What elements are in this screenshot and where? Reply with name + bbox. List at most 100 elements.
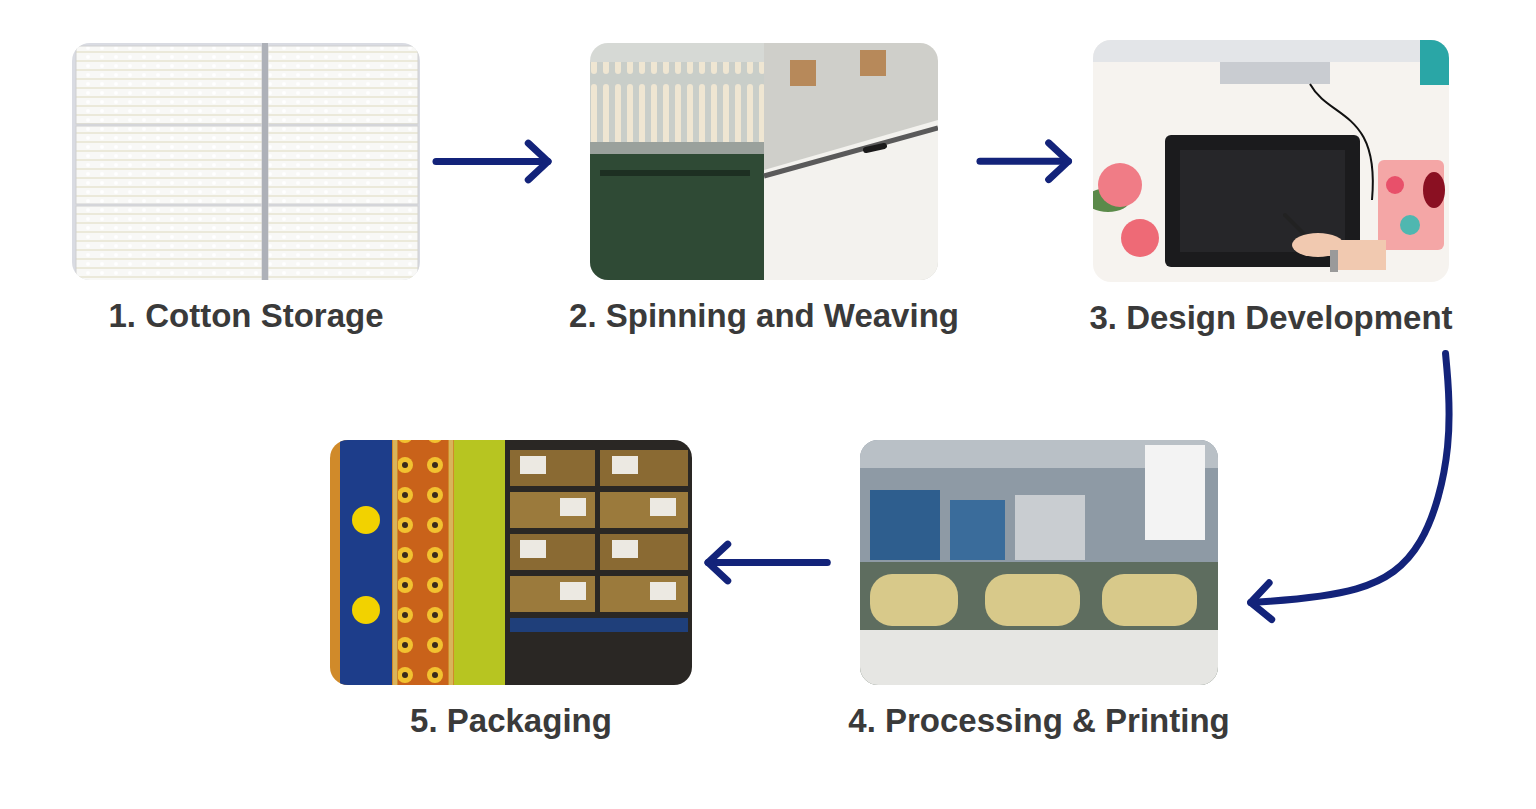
wax-print — [340, 440, 392, 685]
cotton-bale — [76, 206, 262, 280]
flower — [1098, 163, 1142, 207]
mouse — [1423, 172, 1445, 208]
photo-ground — [764, 43, 938, 280]
package — [600, 450, 688, 486]
mouse-pad — [1378, 160, 1444, 250]
package — [510, 576, 595, 612]
process-step: 2. Spinning and Weaving — [564, 43, 964, 336]
cotton-bale — [76, 46, 262, 124]
cotton-bale — [268, 46, 418, 124]
flow-arrow — [436, 143, 548, 180]
package-label — [612, 456, 638, 474]
photo-ground — [505, 440, 692, 685]
package-label — [650, 582, 676, 600]
package-label — [560, 498, 586, 516]
monitor — [1093, 40, 1449, 62]
package-label — [520, 456, 546, 474]
cotton-bale — [268, 206, 418, 280]
package-label — [650, 498, 676, 516]
print-motif — [352, 506, 380, 534]
arrow-head — [528, 143, 548, 180]
pad-flower — [1386, 176, 1404, 194]
packaging-photo — [330, 440, 692, 685]
fabric — [1145, 445, 1205, 540]
photo-ground — [1093, 40, 1449, 282]
package — [510, 450, 595, 486]
machine — [1015, 495, 1085, 560]
bracelet — [1330, 250, 1338, 272]
photo-ground — [330, 440, 505, 685]
cotton-bale — [76, 126, 262, 204]
package-label — [560, 582, 586, 600]
arrow-head — [1251, 583, 1272, 620]
arrow-head — [708, 544, 728, 581]
step-caption: 1. Cotton Storage — [108, 296, 383, 336]
print-roller — [985, 574, 1080, 626]
flow-arrow — [980, 143, 1068, 180]
spinning-photo — [590, 43, 938, 280]
photo-ground — [860, 440, 1218, 562]
flow-arrow — [708, 544, 827, 581]
arm — [1336, 240, 1386, 270]
photo-frame — [1084, 40, 1457, 282]
arrow-shaft — [436, 158, 548, 165]
arrow-shaft — [1251, 354, 1449, 603]
roller-frame — [860, 562, 1218, 685]
wax-print — [454, 440, 505, 685]
print-roller — [870, 574, 958, 626]
printed-fabric — [860, 630, 1218, 685]
machine-rail — [590, 142, 764, 154]
flow-arrow — [1251, 354, 1449, 620]
print-motif — [352, 596, 380, 624]
bale-gap — [262, 43, 268, 280]
package-stack — [510, 450, 688, 632]
pad-flower — [1400, 215, 1420, 235]
teal-object — [1420, 40, 1449, 85]
bobbin-row — [590, 62, 764, 142]
package — [600, 576, 688, 612]
machine — [950, 500, 1005, 560]
arrow-shaft — [980, 158, 1068, 165]
fabric-roll — [764, 120, 938, 280]
step-caption: 2. Spinning and Weaving — [569, 296, 959, 336]
package — [600, 534, 688, 570]
process-step: 3. Design Development — [1084, 40, 1457, 338]
step-caption: 4. Processing & Printing — [848, 701, 1229, 741]
loom-rod — [866, 146, 884, 150]
flower — [1121, 219, 1159, 257]
drawing-tablet — [1165, 135, 1360, 267]
step-caption: 5. Packaging — [410, 701, 612, 741]
package — [510, 492, 595, 528]
photo-frame — [72, 43, 420, 280]
process-step: 4. Processing & Printing — [843, 440, 1234, 741]
loom-bar — [764, 128, 938, 176]
box — [790, 60, 816, 86]
box — [860, 50, 886, 76]
step-caption: 3. Design Development — [1089, 298, 1452, 338]
cotton-photo — [72, 43, 420, 280]
photo-frame — [564, 43, 964, 280]
machine-line — [600, 170, 750, 176]
arrow-shaft — [708, 559, 827, 566]
package — [510, 534, 595, 570]
machine — [870, 490, 940, 560]
cotton-bale — [268, 126, 418, 204]
print-roller — [1102, 574, 1197, 626]
printing-photo — [860, 440, 1218, 685]
photo-frame — [843, 440, 1234, 685]
arrow-head — [1049, 143, 1069, 180]
monitor-stand — [1220, 62, 1330, 84]
process-step: 5. Packaging — [330, 440, 692, 741]
process-step: 1. Cotton Storage — [72, 43, 420, 336]
design-photo — [1093, 40, 1449, 282]
photo-frame — [330, 440, 692, 685]
spinning-machine — [590, 154, 764, 280]
package-label — [612, 540, 638, 558]
package — [600, 492, 688, 528]
gold-band — [395, 440, 451, 685]
package-label — [520, 540, 546, 558]
wax-print — [398, 440, 448, 685]
pallet — [510, 618, 688, 632]
